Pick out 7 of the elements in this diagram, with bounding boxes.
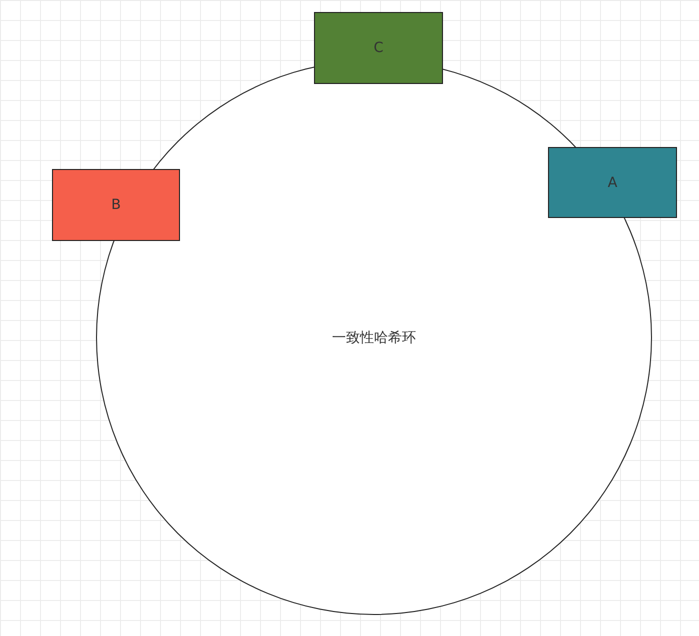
node-label: B: [111, 197, 121, 213]
ring-label: 一致性哈希环: [332, 328, 416, 346]
node-box: [52, 169, 180, 241]
node-box: [314, 12, 443, 84]
node-label: A: [608, 174, 618, 190]
node-label: C: [374, 40, 384, 56]
node-box: [548, 147, 677, 218]
